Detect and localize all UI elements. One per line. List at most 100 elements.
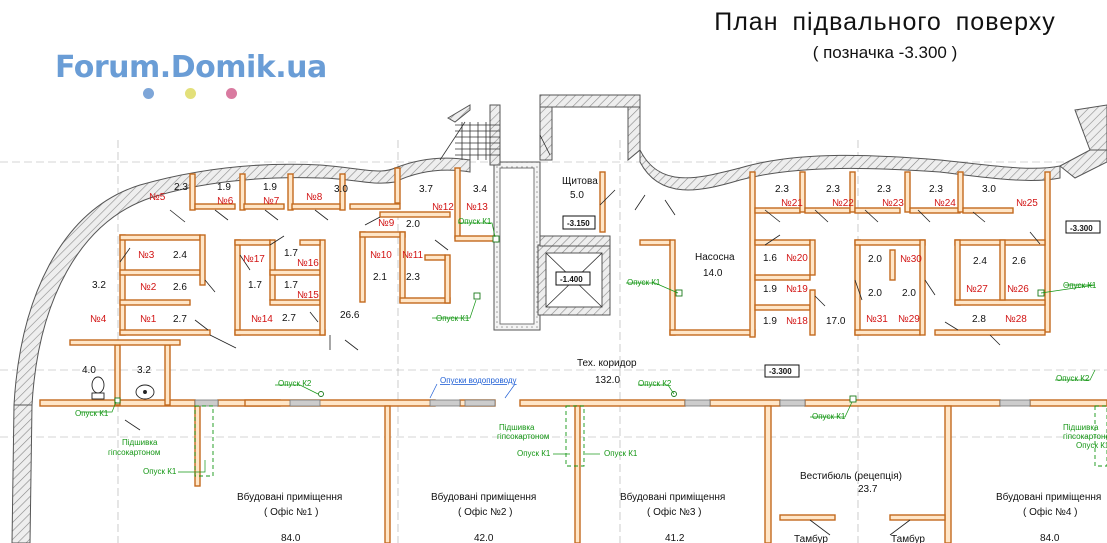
space-name-office: Вбудовані приміщення <box>431 491 536 503</box>
room-label: №21 <box>781 198 803 209</box>
plan-title-block: План підвального поверху ( позначка -3.3… <box>690 8 1080 63</box>
room-area: 2.3 <box>877 184 891 195</box>
room-label: №22 <box>832 198 854 209</box>
room-label: №19 <box>786 284 808 295</box>
room-label: №5 <box>149 192 166 203</box>
named-spaces: Щитова Насосна Тех. коридор Вестибюль (р… <box>237 176 1101 543</box>
room-area: 2.3 <box>826 184 840 195</box>
room-label: №13 <box>466 202 488 213</box>
room-area: 41.2 <box>665 533 685 543</box>
room-area: 1.9 <box>263 182 277 193</box>
room-area: 2.4 <box>173 250 187 261</box>
room-area: 23.7 <box>858 484 878 495</box>
room-area: 84.0 <box>1040 533 1060 543</box>
room-label: №4 <box>90 314 107 325</box>
space-name-shchytova: Щитова <box>562 176 598 187</box>
room-label: №27 <box>966 284 988 295</box>
room-area: 132.0 <box>595 375 620 386</box>
room-area: 17.0 <box>826 316 846 327</box>
water-riser-leader <box>429 383 516 399</box>
room-area: 2.6 <box>173 282 187 293</box>
room-label: №24 <box>934 198 956 209</box>
space-name-office: Вбудовані приміщення <box>620 491 725 503</box>
room-area: 2.7 <box>173 314 187 325</box>
room-area: 2.1 <box>373 272 387 283</box>
room-area: 1.9 <box>763 284 777 295</box>
room-label: №2 <box>140 282 157 293</box>
note-opusk-k1: Опуск К1 <box>517 449 551 458</box>
room-area: 1.7 <box>248 280 262 291</box>
room-label: №15 <box>297 290 319 301</box>
note-gypsum: гіпсокартоном <box>497 432 549 441</box>
plan-subtitle: ( позначка -3.300 ) <box>812 43 958 62</box>
room-label: №18 <box>786 316 808 327</box>
room-label: №29 <box>898 314 920 325</box>
note-gypsum: Підшивка <box>499 423 535 432</box>
gypsum-lining <box>194 405 1107 477</box>
room-label: №14 <box>251 314 273 325</box>
level-mark-right: -3.300 <box>1070 224 1093 233</box>
room-area: 14.0 <box>703 268 723 279</box>
room-area: 1.7 <box>284 280 298 291</box>
space-name-office: Вбудовані приміщення <box>237 491 342 503</box>
room-label: №12 <box>432 202 454 213</box>
room-label: №28 <box>1005 314 1027 325</box>
office-number: ( Офіс №3 ) <box>647 506 702 518</box>
room-label: №10 <box>370 250 392 261</box>
note-opusk-k1: Опуск К1 <box>436 314 470 323</box>
room-area: 2.0 <box>868 254 882 265</box>
office-number: ( Офіс №2 ) <box>458 506 513 518</box>
note-opusk-k2: Опуск К2 <box>1056 374 1090 383</box>
door-swings <box>119 134 1041 536</box>
room-area: 1.9 <box>763 316 777 327</box>
note-opusk-k1: Опуск К1 <box>1063 281 1097 290</box>
room-area: 2.0 <box>406 219 420 230</box>
space-name-office: Вбудовані приміщення <box>996 491 1101 503</box>
space-name-vestibule: Вестибюль (рецепція) <box>800 470 902 482</box>
note-gypsum: гіпсокартоном <box>108 448 160 457</box>
room-label: №9 <box>378 218 395 229</box>
sink-icon <box>135 384 155 400</box>
note-opusk-k1: Опуск К1 <box>604 449 638 458</box>
room-area: 1.7 <box>284 248 298 259</box>
room-label: №3 <box>138 250 155 261</box>
plan-title: План підвального поверху <box>714 8 1056 36</box>
toilet-icon <box>91 376 105 400</box>
watermark-dot-pink <box>226 88 237 99</box>
room-label: №26 <box>1007 284 1029 295</box>
room-area: 3.4 <box>473 184 487 195</box>
note-opusk-k2: Опуск К2 <box>638 379 672 388</box>
note-opusk-k1: Опуск К1 <box>458 217 492 226</box>
wall-openings <box>194 399 1031 407</box>
room-label: №1 <box>140 314 157 325</box>
office-number: ( Офіс №1 ) <box>264 506 319 518</box>
note-opusk-k1: Опуск К1 <box>812 412 846 421</box>
space-name-nasosna: Насосна <box>695 252 735 263</box>
level-mark-corridor: -3.300 <box>769 367 792 376</box>
room-label: №11 <box>402 250 424 261</box>
room-area: 1.9 <box>217 182 231 193</box>
room-label: №8 <box>306 192 323 203</box>
room-label: №6 <box>217 196 234 207</box>
room-area: 2.0 <box>902 288 916 299</box>
space-name-tambur: Тамбур <box>794 533 828 543</box>
room-areas: 2.3 1.9 1.9 3.0 3.7 3.4 2.0 5.0 2.4 2.6 … <box>82 182 1060 543</box>
room-label: №20 <box>786 253 808 264</box>
room-area: 4.0 <box>82 365 96 376</box>
room-label: №7 <box>263 196 280 207</box>
note-opusk-k1: Опуск К1 <box>75 409 109 418</box>
office-number: ( Офіс №4 ) <box>1023 506 1078 518</box>
room-area: 2.3 <box>406 272 420 283</box>
space-name-tambur: Тамбур <box>891 533 925 543</box>
room-area: 84.0 <box>281 533 301 543</box>
room-area: 2.0 <box>868 288 882 299</box>
note-gypsum: гіпсокартоном <box>1063 432 1107 441</box>
room-area: 26.6 <box>340 310 360 321</box>
room-area: 3.7 <box>419 184 433 195</box>
watermark-dot-blue <box>143 88 154 99</box>
level-mark-pit: -1.400 <box>560 275 583 284</box>
space-name-corridor: Тех. коридор <box>577 358 637 369</box>
room-area: 3.0 <box>334 184 348 195</box>
room-area: 3.2 <box>137 365 151 376</box>
